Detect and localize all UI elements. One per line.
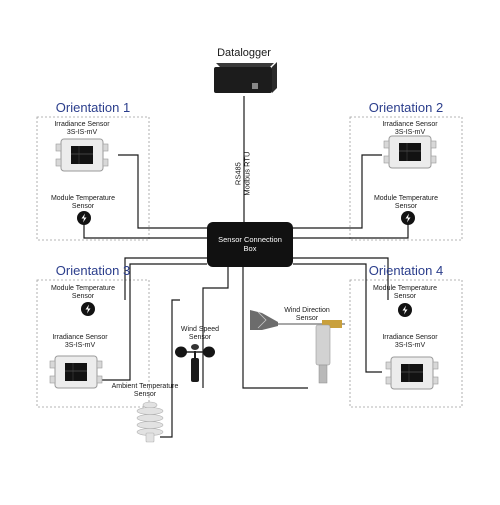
ambient-temp-label: Ambient Temperature Sensor: [102, 383, 188, 399]
o3-irradiance-label: Irradiance Sensor 3S-IS-mV: [40, 334, 120, 350]
o2-temp-label: Module Temperature Sensor: [363, 195, 449, 211]
link-label-line2: Modbus RTU: [242, 151, 251, 196]
orientation-2-title: Orientation 2: [368, 100, 444, 115]
orientation-2-box: [349, 116, 463, 241]
o3-irradiance-model: 3S-IS-mV: [64, 342, 96, 350]
o4-temp-sub: Sensor: [393, 293, 417, 301]
o2-temp-name: Module Temperature: [373, 195, 439, 202]
lightning-sensor-icon: [398, 303, 412, 317]
o1-temp-sub: Sensor: [71, 203, 95, 211]
wind-direction-name: Wind Direction: [284, 307, 330, 314]
orientation-3-title: Orientation 3: [55, 263, 131, 278]
wind-direction-sub: Sensor: [295, 315, 319, 323]
o2-irradiance-name: Irradiance Sensor: [382, 121, 438, 128]
irradiance-sensor-icon: [385, 356, 439, 390]
hub-label-line1: Sensor Connection: [218, 235, 282, 244]
o4-irradiance-label: Irradiance Sensor 3S-IS-mV: [370, 334, 450, 350]
wind-direction-label: Wind Direction Sensor: [272, 307, 342, 323]
o4-temp-label: Module Temperature Sensor: [362, 285, 448, 301]
irradiance-sensor-icon: [49, 355, 103, 389]
hub-label-line2: Box: [243, 243, 257, 253]
o1-irradiance-name: Irradiance Sensor: [54, 121, 110, 128]
o1-temp-name: Module Temperature: [50, 195, 116, 202]
lightning-sensor-icon: [401, 211, 415, 225]
o1-irradiance-model: 3S-IS-mV: [66, 129, 98, 137]
datalogger-device-icon: [214, 62, 277, 93]
o3-temp-sub: Sensor: [71, 293, 95, 301]
anemometer-icon: [175, 344, 215, 382]
wind-speed-label: Wind Speed Sensor: [170, 326, 230, 342]
wiring: [83, 96, 409, 438]
lightning-sensor-icon: [77, 211, 91, 225]
lightning-sensor-icon: [81, 302, 95, 316]
o2-temp-sub: Sensor: [394, 203, 418, 211]
ambient-temp-name: Ambient Temperature: [111, 383, 179, 390]
o3-temp-label: Module Temperature Sensor: [40, 285, 126, 301]
wind-vane-icon: [250, 310, 345, 384]
datalogger-label: Datalogger: [217, 47, 271, 59]
wind-speed-name: Wind Speed: [180, 326, 220, 333]
link-label: RS485 Modbus RTU: [233, 144, 251, 204]
o2-irradiance-model: 3S-IS-mV: [394, 129, 426, 137]
irradiance-sensor-icon: [55, 138, 109, 172]
orientation-4-title: Orientation 4: [368, 263, 444, 278]
o4-temp-name: Module Temperature: [372, 285, 438, 292]
o1-irradiance-label: Irradiance Sensor 3S-IS-mV: [42, 121, 122, 137]
irradiance-sensor-icon: [383, 135, 437, 169]
hub-label: Sensor Connection Box: [207, 235, 293, 253]
o4-irradiance-model: 3S-IS-mV: [394, 342, 426, 350]
ambient-temp-sub: Sensor: [133, 391, 157, 399]
orientation-1-title: Orientation 1: [55, 100, 131, 115]
orientation-3-box: [36, 279, 150, 408]
radiation-shield-icon: [136, 401, 164, 443]
orientation-4-box: [349, 279, 463, 408]
o3-temp-name: Module Temperature: [50, 285, 116, 292]
orientation-1-box: [36, 116, 150, 241]
wind-speed-sub: Sensor: [188, 334, 212, 342]
o1-temp-label: Module Temperature Sensor: [40, 195, 126, 211]
o3-irradiance-name: Irradiance Sensor: [52, 334, 108, 341]
sensor-connection-box: [207, 222, 293, 267]
o2-irradiance-label: Irradiance Sensor 3S-IS-mV: [370, 121, 450, 137]
o4-irradiance-name: Irradiance Sensor: [382, 334, 438, 341]
